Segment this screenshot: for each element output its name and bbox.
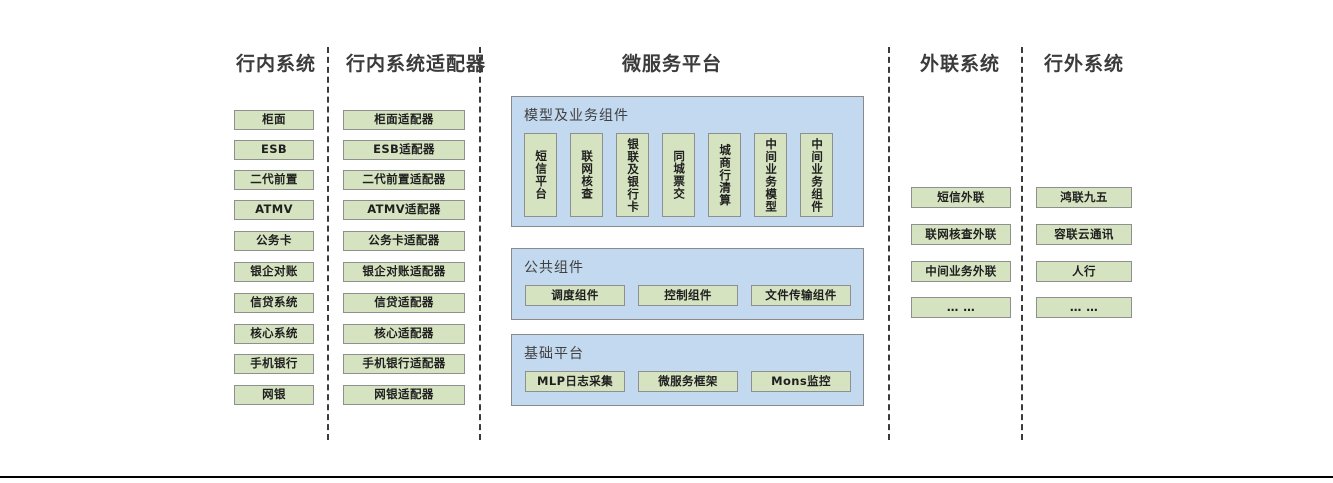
list-item[interactable]: 核心系统 <box>234 324 314 344</box>
column-title-external-link-systems: 外联系统 <box>919 53 1000 75</box>
list-item[interactable]: 信贷适配器 <box>343 293 465 313</box>
panel-public-components: 公共组件 <box>511 248 864 320</box>
list-item[interactable]: 柜面适配器 <box>343 110 465 130</box>
list-item[interactable]: ESB适配器 <box>343 140 465 160</box>
list-item[interactable]: 手机银行 <box>234 354 314 374</box>
column-title-internal-adapters: 行内系统适配器 <box>345 53 486 75</box>
platform-title: 微服务平台 <box>621 53 722 75</box>
divider-2 <box>479 47 481 440</box>
panel-base-platform: 基础平台 <box>511 334 864 406</box>
component-box[interactable]: 联网核查 <box>570 133 603 217</box>
list-item[interactable]: 柜面 <box>234 110 314 130</box>
list-item[interactable]: 人行 <box>1036 261 1132 282</box>
component-box[interactable]: 控制组件 <box>638 285 738 306</box>
list-item[interactable]: 网银 <box>234 385 314 405</box>
list-item[interactable]: 信贷系统 <box>234 293 314 313</box>
list-item[interactable]: 核心适配器 <box>343 324 465 344</box>
list-item[interactable]: 手机银行适配器 <box>343 354 465 374</box>
list-item[interactable]: 银企对账 <box>234 262 314 282</box>
component-box[interactable]: 短信平台 <box>524 133 557 217</box>
list-item[interactable]: ATMV <box>234 200 314 220</box>
list-item[interactable]: 银企对账适配器 <box>343 262 465 282</box>
component-box[interactable]: 中间业务组件 <box>800 133 833 217</box>
panel-title-base-platform: 基础平台 <box>524 346 584 362</box>
divider-3 <box>888 47 890 440</box>
divider-4 <box>1021 47 1023 440</box>
list-item[interactable]: 短信外联 <box>911 187 1011 208</box>
list-item[interactable]: ATMV适配器 <box>343 200 465 220</box>
component-box[interactable]: MLP日志采集 <box>525 371 625 392</box>
panel-title-model-business-components: 模型及业务组件 <box>524 108 629 124</box>
list-item[interactable]: 网银适配器 <box>343 385 465 405</box>
list-item[interactable]: 二代前置 <box>234 170 314 190</box>
list-item[interactable]: 公务卡适配器 <box>343 231 465 251</box>
list-item[interactable]: 二代前置适配器 <box>343 170 465 190</box>
panel-title-public-components: 公共组件 <box>524 260 584 276</box>
component-box[interactable]: 文件传输组件 <box>751 285 851 306</box>
list-item[interactable]: ESB <box>234 140 314 160</box>
list-item[interactable]: 容联云通讯 <box>1036 224 1132 245</box>
list-item[interactable]: … … <box>1036 297 1132 318</box>
component-box[interactable]: 调度组件 <box>525 285 625 306</box>
component-box[interactable]: 中间业务模型 <box>754 133 787 217</box>
list-item[interactable]: 中间业务外联 <box>911 261 1011 282</box>
component-box[interactable]: 银联及银行卡 <box>616 133 649 217</box>
list-item[interactable]: 联网核查外联 <box>911 224 1011 245</box>
list-item[interactable]: 鸿联九五 <box>1036 187 1132 208</box>
list-item[interactable]: … … <box>911 297 1011 318</box>
divider-1 <box>327 47 329 440</box>
component-box[interactable]: 同城票交 <box>662 133 695 217</box>
bottom-divider <box>0 476 1333 478</box>
component-box[interactable]: 城商行清算 <box>708 133 741 217</box>
list-item[interactable]: 公务卡 <box>234 231 314 251</box>
component-box[interactable]: 微服务框架 <box>638 371 738 392</box>
column-title-outside-bank-systems: 行外系统 <box>1043 53 1124 75</box>
column-title-internal-systems: 行内系统 <box>235 53 316 75</box>
component-box[interactable]: Mons监控 <box>751 371 851 392</box>
